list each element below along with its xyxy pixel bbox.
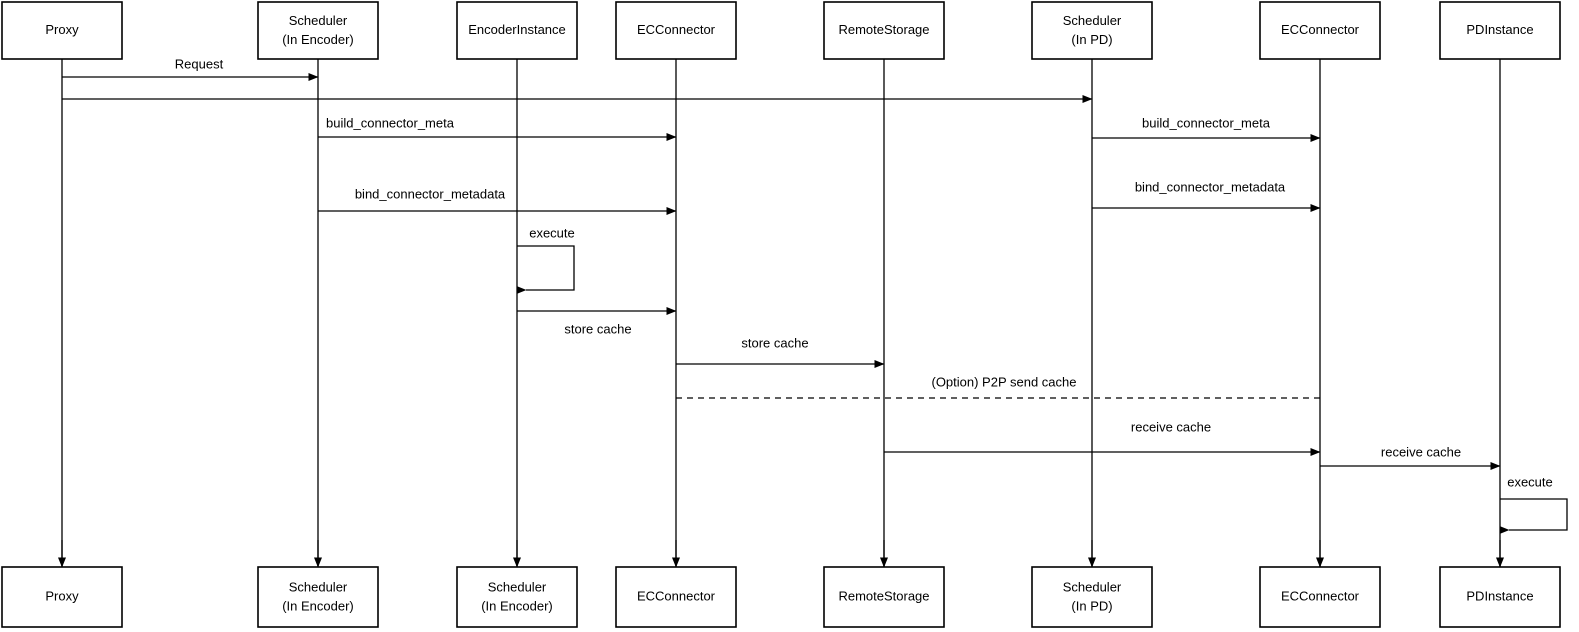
participant-label-encoder_inst_b-line2: (In Encoder) bbox=[481, 598, 553, 613]
msg-p2p-send-label: (Option) P2P send cache bbox=[931, 374, 1076, 389]
participant-box-rect-proxy bbox=[1, 1, 123, 60]
participant-box-ecconn_enc[interactable]: ECConnector bbox=[615, 1, 737, 60]
participant-box-rect-encoder_inst_b bbox=[456, 566, 578, 628]
participant-label-encoder_inst_b-line1: Scheduler bbox=[488, 579, 547, 594]
participant-box-remote_b[interactable]: RemoteStorage bbox=[823, 566, 945, 628]
participant-box-rect-ecconn_pd bbox=[1259, 1, 1381, 60]
participant-box-rect-sched_enc_b bbox=[257, 566, 379, 628]
participant-box-rect-sched_pd bbox=[1031, 1, 1153, 60]
participant-box-rect-sched_pd_b bbox=[1031, 566, 1153, 628]
participant-box-rect-ecconn_pd_b bbox=[1259, 566, 1381, 628]
participant-label-ecconn_pd: ECConnector bbox=[1281, 22, 1360, 37]
participant-box-sched_pd_b[interactable]: Scheduler (In PD) bbox=[1031, 566, 1153, 628]
participant-label-sched_pd_b-line2: (In PD) bbox=[1071, 598, 1112, 613]
participant-label-ecconn_pd_b: ECConnector bbox=[1281, 588, 1360, 603]
participant-label-ecconn_enc_b: ECConnector bbox=[637, 588, 716, 603]
participant-box-ecconn_pd_b[interactable]: ECConnector bbox=[1259, 566, 1381, 628]
participant-label-pd_inst_b: PDInstance bbox=[1466, 588, 1533, 603]
participant-box-pd_inst_b[interactable]: PDInstance bbox=[1439, 566, 1561, 628]
participant-box-sched_pd[interactable]: Scheduler (In PD) bbox=[1031, 1, 1153, 60]
participant-label-remote_b: RemoteStorage bbox=[838, 588, 929, 603]
participant-box-rect-ecconn_enc bbox=[615, 1, 737, 60]
participant-label-sched_enc-line1: Scheduler bbox=[289, 13, 348, 28]
participant-box-pd_inst[interactable]: PDInstance bbox=[1439, 1, 1561, 60]
msg-bind-meta-pd-label: bind_connector_metadata bbox=[1135, 179, 1286, 194]
participant-label-ecconn_enc: ECConnector bbox=[637, 22, 716, 37]
msg-bind-meta-enc-label: bind_connector_metadata bbox=[355, 186, 506, 201]
self-execute-encoder-label: execute bbox=[529, 225, 575, 240]
participant-box-remote[interactable]: RemoteStorage bbox=[823, 1, 945, 60]
participant-box-encoder_inst[interactable]: EncoderInstance bbox=[456, 1, 578, 60]
msg-store-cache-2-label: store cache bbox=[741, 335, 808, 350]
participants-bottom-group: Proxy Scheduler (In Encoder) Scheduler (In E… bbox=[1, 566, 1561, 628]
lifeline-lines-group bbox=[61, 59, 1501, 567]
msg-request-label: Request bbox=[175, 56, 224, 71]
participant-box-rect-remote_b bbox=[823, 566, 945, 628]
participant-label-sched_pd-line2: (In PD) bbox=[1071, 32, 1112, 47]
participant-label-proxy_b: Proxy bbox=[45, 588, 79, 603]
participant-label-sched_enc_b-line1: Scheduler bbox=[289, 579, 348, 594]
participant-box-sched_enc[interactable]: Scheduler (In Encoder) bbox=[257, 1, 379, 60]
participant-label-sched_enc-line2: (In Encoder) bbox=[282, 32, 354, 47]
participant-box-rect-remote bbox=[823, 1, 945, 60]
participant-box-rect-proxy_b bbox=[1, 566, 123, 628]
participant-box-proxy[interactable]: Proxy bbox=[1, 1, 123, 60]
lifeline-end-arrows-group bbox=[58, 540, 1504, 568]
participant-label-sched_enc_b-line2: (In Encoder) bbox=[282, 598, 354, 613]
participant-label-sched_pd_b-line1: Scheduler bbox=[1063, 579, 1122, 594]
messages-group: Request build_connector_meta build_connect… bbox=[62, 56, 1501, 470]
participant-box-rect-encoder_inst bbox=[456, 1, 578, 60]
participant-box-ecconn_pd[interactable]: ECConnector bbox=[1259, 1, 1381, 60]
participant-box-encoder_inst_b[interactable]: Scheduler (In Encoder) bbox=[456, 566, 578, 628]
participant-box-proxy_b[interactable]: Proxy bbox=[1, 566, 123, 628]
participants-top-group: Proxy Scheduler (In Encoder) EncoderInstanc… bbox=[1, 1, 1561, 60]
participant-label-remote: RemoteStorage bbox=[838, 22, 929, 37]
self-execute-encoder-loop bbox=[516, 245, 575, 294]
self-execute-pd-label: execute bbox=[1507, 474, 1553, 489]
msg-receive-2-label: receive cache bbox=[1381, 444, 1461, 459]
msg-store-cache-1-label: store cache bbox=[564, 321, 631, 336]
participant-box-rect-ecconn_enc_b bbox=[615, 566, 737, 628]
participant-label-sched_pd-line1: Scheduler bbox=[1063, 13, 1122, 28]
participant-box-rect-sched_enc bbox=[257, 1, 379, 60]
participant-box-sched_enc_b[interactable]: Scheduler (In Encoder) bbox=[257, 566, 379, 628]
participant-box-rect-pd_inst bbox=[1439, 1, 1561, 60]
participant-box-ecconn_enc_b[interactable]: ECConnector bbox=[615, 566, 737, 628]
participant-box-rect-pd_inst_b bbox=[1439, 566, 1561, 628]
msg-build-meta-enc-label: build_connector_meta bbox=[326, 115, 455, 130]
self-execute-pd-loop bbox=[1499, 498, 1568, 534]
msg-build-meta-pd-label: build_connector_meta bbox=[1142, 115, 1271, 130]
participant-label-proxy: Proxy bbox=[45, 22, 79, 37]
participant-label-pd_inst: PDInstance bbox=[1466, 22, 1533, 37]
msg-receive-1-label: receive cache bbox=[1131, 419, 1211, 434]
participant-label-encoder_inst: EncoderInstance bbox=[468, 22, 566, 37]
self-messages-group: execute execute bbox=[516, 225, 1568, 534]
